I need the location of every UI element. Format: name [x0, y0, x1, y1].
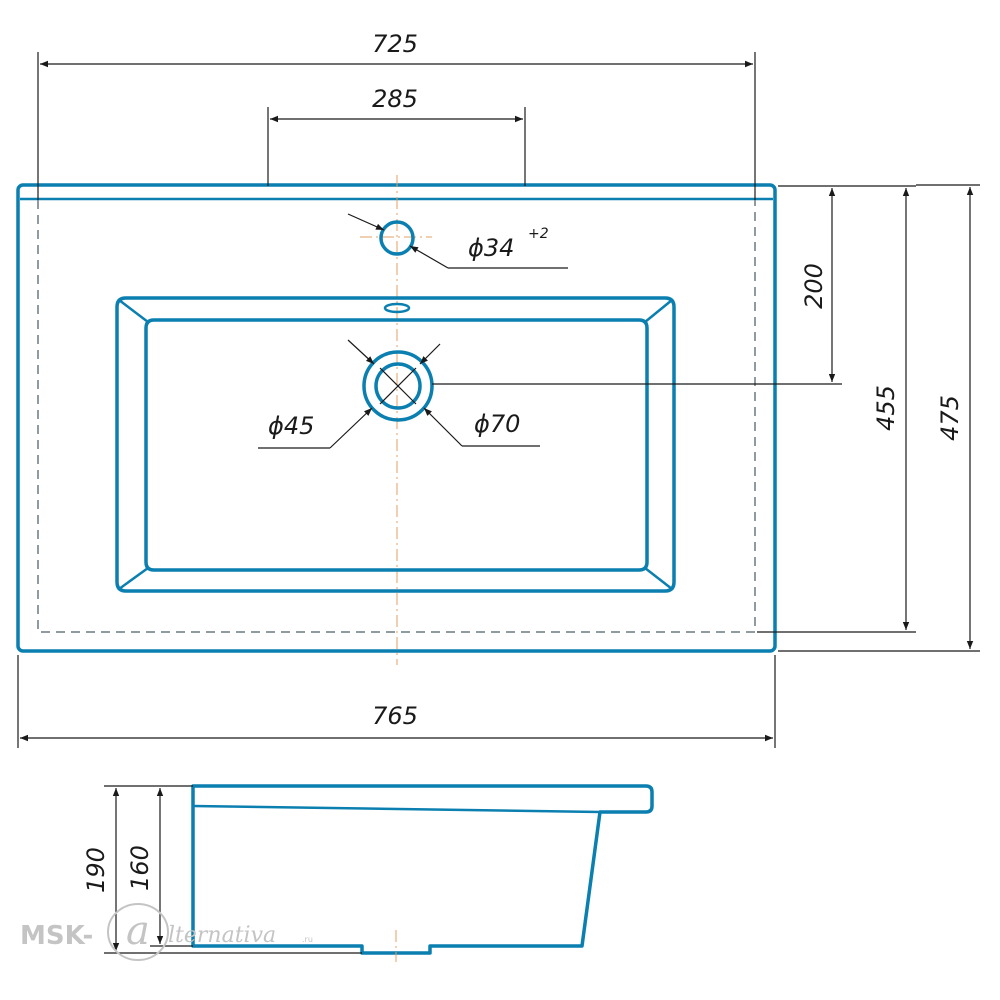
dim-285-label: 285 — [372, 85, 418, 113]
drain-cross-b — [379, 367, 417, 405]
watermark-prefix: MSK- — [20, 921, 93, 951]
drain-outer — [362, 350, 434, 422]
watermark-logo: MSK- a lternativa .ru — [20, 903, 313, 961]
bowl-outer-rim — [115, 296, 676, 593]
dim-725-label: 725 — [372, 30, 418, 58]
dimension-160: 160 — [126, 788, 193, 947]
top-view — [16, 175, 777, 665]
watermark-domain: .ru — [302, 935, 313, 944]
drain-inner — [374, 362, 422, 410]
dim-190-label: 190 — [82, 847, 110, 893]
side-view — [191, 784, 654, 962]
bowl-bevel-bl — [118, 566, 149, 591]
dimension-200: 200 — [432, 185, 842, 385]
dim-34-tolerance: +2 — [528, 226, 549, 242]
dimension-285: 285 — [267, 85, 526, 186]
faucet-hole — [379, 220, 415, 256]
dimension-455: 455 — [757, 185, 916, 633]
bowl-bevel-tr — [644, 299, 673, 323]
watermark-letter: a — [126, 908, 150, 954]
dimension-190: 190 — [82, 785, 362, 954]
dimension-drain: ϕ45 ϕ70 — [258, 339, 540, 449]
watermark-suffix: lternativa — [168, 923, 276, 948]
dim-200-label: 200 — [800, 263, 828, 309]
side-profile — [191, 784, 654, 955]
dimension-475: 475 — [778, 184, 980, 652]
dim-160-label: 160 — [126, 845, 154, 891]
underside-hidden-line — [37, 200, 756, 633]
bowl-bevel-br — [644, 567, 673, 590]
bowl-inner — [144, 318, 649, 572]
dimension-765: 765 — [17, 655, 776, 748]
dim-455-label: 455 — [872, 385, 900, 431]
dim-45-label: ϕ45 — [268, 412, 314, 440]
side-rim-line — [192, 804, 601, 814]
dim-70-label: ϕ70 — [474, 410, 520, 438]
dim-475-label: 475 — [936, 395, 964, 441]
dimension-faucet-hole: ϕ34 +2 — [347, 213, 568, 269]
watermark-ring-icon — [107, 903, 169, 961]
dim-34-label: ϕ34 — [468, 234, 514, 262]
dimension-725: 725 — [37, 30, 756, 200]
dim-765-label: 765 — [372, 702, 418, 730]
overflow-slot — [383, 302, 411, 314]
bowl-bevel-tl — [118, 299, 149, 323]
